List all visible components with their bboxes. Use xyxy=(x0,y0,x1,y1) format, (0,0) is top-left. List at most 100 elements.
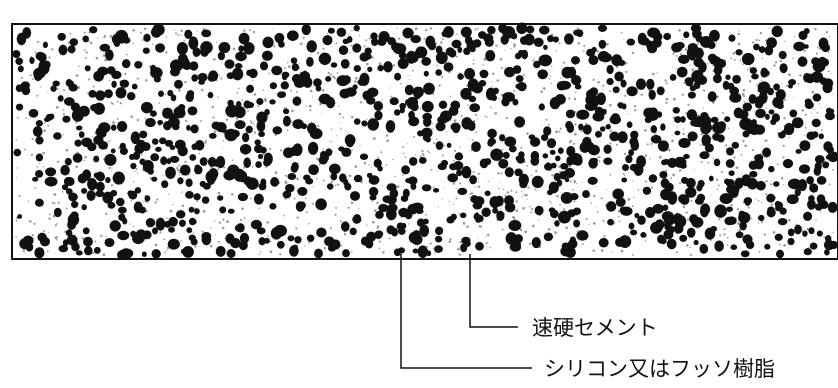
speckle xyxy=(683,82,685,84)
speckle xyxy=(690,200,693,202)
aggregate-dot xyxy=(58,44,68,56)
aggregate-dot xyxy=(93,102,105,115)
speckle xyxy=(709,239,712,242)
aggregate-dot xyxy=(505,232,518,245)
aggregate-dot xyxy=(44,176,58,187)
speckle xyxy=(432,247,434,250)
aggregate-dot xyxy=(344,182,352,191)
aggregate-dot xyxy=(95,90,106,101)
speckle xyxy=(343,232,347,236)
speckle xyxy=(102,253,106,257)
aggregate-dot xyxy=(145,217,156,228)
aggregate-dot xyxy=(360,236,370,246)
aggregate-dot xyxy=(364,47,372,55)
aggregate-dot xyxy=(199,180,207,188)
aggregate-dot xyxy=(374,110,383,121)
aggregate-dot xyxy=(269,202,277,210)
aggregate-dot xyxy=(689,214,699,224)
speckle xyxy=(549,200,551,203)
aggregate-dot xyxy=(809,183,819,193)
speckle xyxy=(185,119,188,123)
aggregate-dot xyxy=(53,207,62,218)
speckle xyxy=(574,123,577,126)
speckle xyxy=(199,119,202,122)
speckle xyxy=(765,180,768,183)
aggregate-dot xyxy=(629,229,638,236)
speckle xyxy=(15,138,17,141)
speckle xyxy=(497,172,500,175)
aggregate-dot xyxy=(421,184,432,192)
speckle xyxy=(178,171,181,174)
speckle xyxy=(576,27,580,31)
aggregate-dot xyxy=(579,141,591,153)
speckle xyxy=(742,139,745,143)
aggregate-dot xyxy=(62,239,69,247)
aggregate-dot xyxy=(308,164,319,176)
speckle xyxy=(394,175,396,178)
aggregate-dot xyxy=(110,148,116,154)
aggregate-dot xyxy=(330,62,338,68)
speckle xyxy=(804,113,807,116)
speckle xyxy=(275,93,277,95)
speckle xyxy=(329,140,331,143)
aggregate-dot xyxy=(40,236,50,247)
speckle xyxy=(348,33,350,35)
speckle xyxy=(16,167,19,169)
aggregate-dot xyxy=(827,201,838,213)
speckle xyxy=(816,111,819,114)
speckle xyxy=(265,166,268,169)
aggregate-dot xyxy=(383,61,393,73)
aggregate-dot xyxy=(435,51,448,65)
speckle xyxy=(351,250,353,253)
aggregate-dot xyxy=(768,109,775,115)
aggregate-dot xyxy=(757,214,765,222)
speckle xyxy=(49,213,51,216)
speckle xyxy=(550,65,553,68)
aggregate-dot xyxy=(603,144,612,154)
aggregate-dot xyxy=(385,208,397,221)
aggregate-dot xyxy=(731,141,740,149)
aggregate-dot xyxy=(217,195,224,201)
speckle xyxy=(600,249,604,252)
speckle xyxy=(262,59,264,61)
aggregate-dot xyxy=(253,193,264,205)
aggregate-dot xyxy=(405,178,412,184)
aggregate-dot xyxy=(359,52,370,62)
aggregate-dot xyxy=(235,101,242,108)
speckle xyxy=(103,37,105,39)
aggregate-dot xyxy=(102,191,114,204)
speckle xyxy=(624,152,627,156)
speckle xyxy=(489,106,492,109)
speckle xyxy=(180,240,182,242)
speckle xyxy=(522,196,524,198)
speckle xyxy=(440,41,443,44)
speckle xyxy=(377,156,380,159)
aggregate-dot xyxy=(239,143,252,155)
aggregate-dot xyxy=(787,178,802,190)
aggregate-dot xyxy=(245,125,253,134)
aggregate-dot xyxy=(139,158,146,165)
aggregate-dot xyxy=(427,41,437,51)
aggregate-dot xyxy=(144,195,151,202)
speckle xyxy=(646,235,648,238)
speckle xyxy=(673,97,676,101)
speckle xyxy=(527,186,530,189)
speckle xyxy=(739,59,742,62)
speckle xyxy=(803,49,806,53)
aggregate-dot xyxy=(291,73,302,84)
aggregate-dot xyxy=(686,109,698,121)
aggregate-dot xyxy=(586,89,597,100)
speckle xyxy=(755,198,757,200)
aggregate-dot xyxy=(342,249,350,258)
aggregate-dot xyxy=(340,58,350,69)
speckle xyxy=(69,32,72,35)
speckle xyxy=(716,41,718,44)
aggregate-dot xyxy=(621,177,628,183)
speckle xyxy=(339,128,342,130)
speckle xyxy=(482,64,484,66)
speckle xyxy=(778,243,781,246)
speckle xyxy=(766,75,769,78)
aggregate-dot xyxy=(370,37,379,46)
speckle xyxy=(476,27,479,30)
aggregate-dot xyxy=(633,163,644,176)
